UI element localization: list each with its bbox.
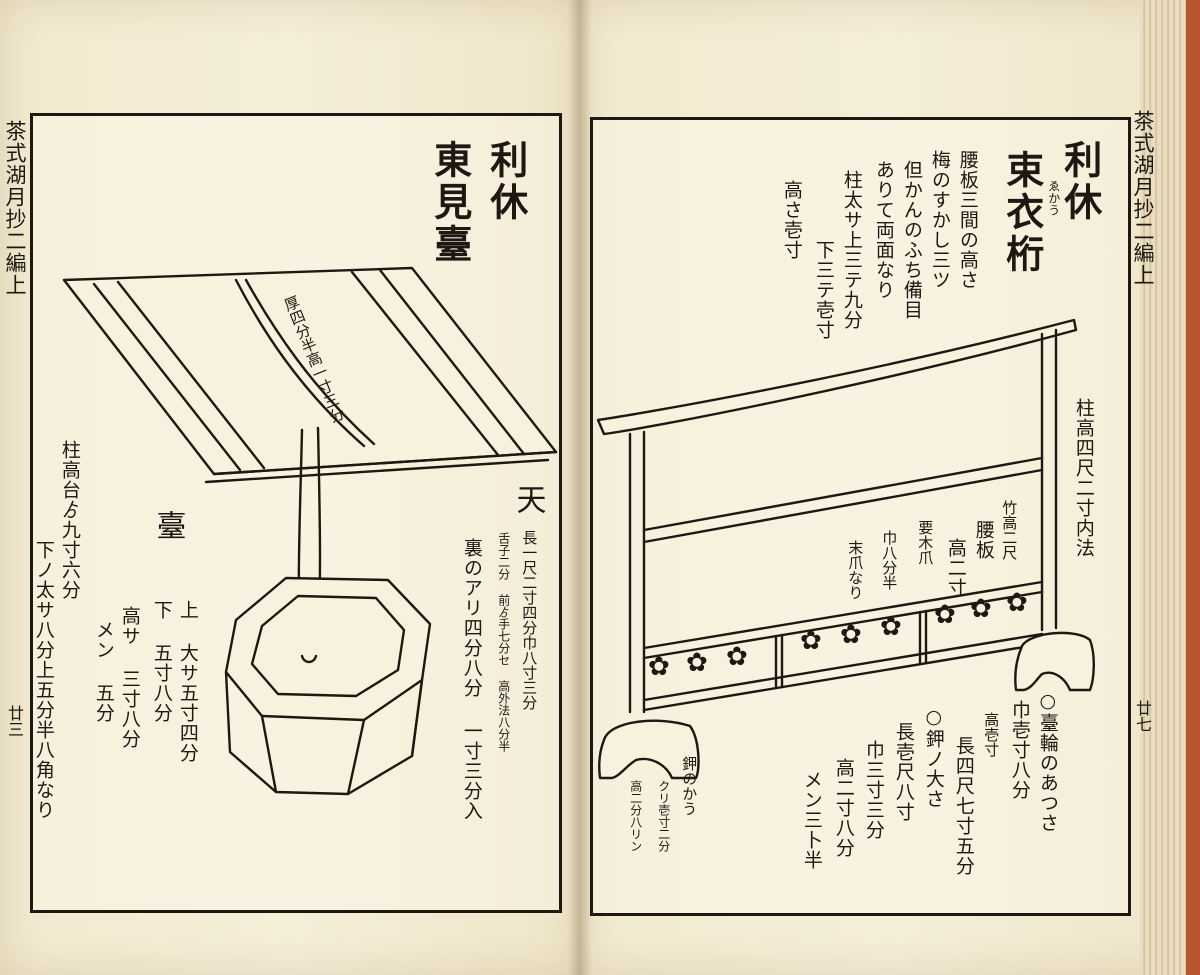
board-edge-under: [204, 458, 550, 484]
board-edge-front: [212, 450, 558, 476]
label-ten: 天: [510, 484, 546, 516]
book-gutter: [568, 0, 592, 975]
inner-label-4: 要木爪: [916, 520, 935, 565]
ten-spec-3: 裏のアリ四分八分 一寸三分入: [460, 538, 483, 821]
ten-spec-1: 長一尺二寸四分巾八寸三分: [520, 530, 539, 710]
plum-blossom-icon: ✿: [726, 642, 748, 672]
rack-note-5: 柱太サ上三テ九分: [840, 170, 863, 330]
rack-bottom-rail-a: [642, 632, 1044, 702]
rack-note-1: 腰板三間の高さ: [956, 150, 979, 290]
left-margin-folio: 廿三: [5, 705, 24, 737]
foot-note-2: クリ壱寸二分: [656, 780, 671, 852]
base-side-rib-2: [346, 718, 366, 796]
right-page-frame: [590, 117, 1131, 916]
inner-label-6: 末爪なり: [846, 540, 865, 600]
rack-top-rail: [596, 318, 1078, 436]
plum-blossom-icon: ✿: [970, 594, 992, 624]
rack-middle-rail-a: [642, 456, 1044, 532]
book-cover-edge: [1186, 0, 1200, 975]
right-page: [580, 0, 1200, 975]
right-heading-item: 束衣桁: [999, 150, 1045, 276]
rack-note-3: 但かんのふち備目: [900, 160, 923, 320]
right-heading-kana: ゑかう: [1046, 180, 1061, 216]
rack-foot-left: [598, 719, 700, 780]
table-note-9: メン三卜半: [800, 770, 823, 870]
table-note-4: 長四尺七寸五分: [952, 736, 975, 876]
table-note-1: ○臺輪のあつさ: [1036, 690, 1059, 833]
board-slat-right-b: [378, 268, 526, 456]
plum-blossom-icon: ✿: [800, 626, 822, 656]
plum-blossom-icon: ✿: [934, 600, 956, 630]
rack-foot-right: [1014, 631, 1095, 692]
foot-note-1: 鉀のかう: [680, 756, 699, 816]
board-support-arm-inner: [244, 278, 376, 446]
label-dai: 臺: [150, 510, 186, 542]
inner-label-3: 高二寸: [944, 538, 967, 598]
board-support-arm: [234, 278, 366, 448]
rack-note-6: 下三テ壱寸: [812, 240, 835, 340]
inner-label-2: 腰板: [972, 520, 995, 560]
left-page: [0, 0, 580, 975]
rack-note-2: 梅のすかし三ツ: [928, 150, 951, 290]
dai-spec-4: メン 五分: [92, 620, 115, 723]
base-side-rib-3: [410, 678, 424, 758]
dai-spec-1: 上 大サ五寸四分: [176, 600, 199, 763]
table-note-7: 巾三寸三分: [862, 740, 885, 840]
table-note-8: 高二寸八分: [832, 758, 855, 858]
dai-spec-2: 下 五寸八分: [150, 600, 173, 723]
plum-blossom-icon: ✿: [648, 652, 670, 682]
table-note-6: 長壱尺八寸: [892, 722, 915, 822]
ten-spec-2: 舌子二分 前ゟ手七分セ 高外法八分半: [496, 532, 511, 752]
board-slat-right-a: [350, 270, 500, 457]
rack-note-4: ありて両面なり: [872, 160, 895, 300]
board-slat-left-b: [116, 280, 266, 470]
rack-note-7: 高さ壱寸: [780, 180, 803, 260]
foot-note-3: 高二分八リン: [628, 780, 643, 852]
left-heading-item: 東見臺: [427, 140, 473, 266]
inner-label-5: 巾八分半: [880, 530, 899, 590]
octagonal-base-inner: [250, 594, 406, 698]
left-margin-title: 茶式湖月抄二編上: [3, 120, 27, 296]
left-page-frame: [30, 113, 562, 913]
table-note-3: 高壱寸: [982, 712, 1001, 757]
pillar-spec-2: 下ノ太サ八分上五分半八角なり: [32, 540, 55, 820]
rack-lower-rail-b: [642, 590, 1044, 660]
pillar-socket: [300, 654, 318, 664]
plum-blossom-icon: ✿: [1006, 588, 1028, 618]
inner-label-1: 竹高二尺: [1000, 500, 1019, 560]
dai-spec-3: 高サ 三寸八分: [118, 606, 141, 749]
right-margin-folio: 廿七: [1133, 700, 1152, 732]
board-slat-left-a: [92, 282, 242, 472]
right-heading-school: 利休: [1057, 140, 1103, 224]
rack-lower-rail-a: [642, 580, 1044, 650]
rack-bottom-rail-b: [642, 642, 1044, 712]
plum-blossom-icon: ✿: [686, 648, 708, 678]
plum-blossom-icon: ✿: [840, 620, 862, 650]
left-heading-school: 利休: [483, 140, 529, 224]
rack-pillar-height: 柱高四尺二寸内法: [1072, 398, 1095, 558]
plum-blossom-icon: ✿: [880, 612, 902, 642]
rack-middle-rail-b: [642, 468, 1044, 544]
right-margin-title: 茶式湖月抄二編上: [1131, 110, 1155, 286]
table-note-5: ○鉀ノ大さ: [922, 706, 945, 809]
pillar-spec-1: 柱高台ゟ九寸六分: [58, 440, 81, 600]
base-side-rib-1: [260, 714, 278, 794]
table-note-2: 巾壱寸八分: [1008, 700, 1031, 800]
